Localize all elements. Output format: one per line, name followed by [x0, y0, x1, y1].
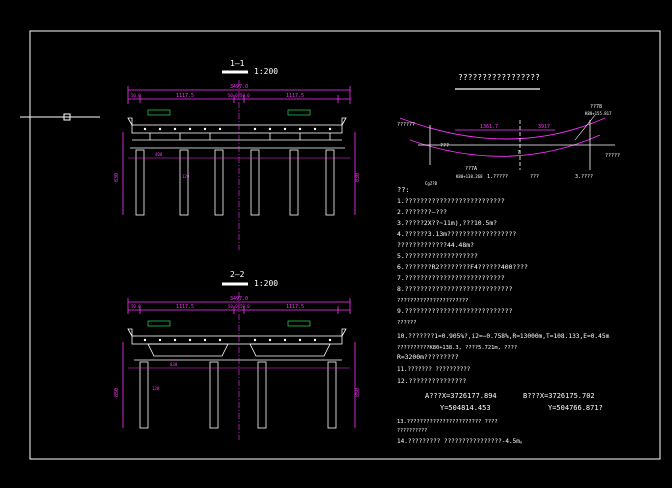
- plan-left-note: ??????: [397, 122, 415, 128]
- note-line: 13.??????????????????????? ????: [397, 419, 498, 425]
- note-line: 11.??????? ??????????: [397, 367, 470, 373]
- note-line: 8.????????????????????????????: [397, 285, 513, 293]
- plan-curve-lower: [409, 134, 601, 157]
- note-line: 5.???????????????????: [397, 252, 478, 260]
- section1-rebar: [143, 127, 332, 131]
- section1-right-half: 1117.5: [286, 93, 304, 99]
- note-line: 10.???????1=0.905%?,i2=−0.758%,R=13000m,…: [397, 333, 610, 340]
- section2-deck: [127, 328, 347, 357]
- note-line: 4.??????3.13m??????????????????: [397, 230, 516, 238]
- section1-tag-left: [147, 109, 171, 116]
- section1-total-width: 3497.0: [230, 84, 248, 90]
- plan-view: ????????????????? 1361.7 3917 ??7A K80+1…: [397, 73, 620, 186]
- section2-title: 2—2: [230, 270, 245, 279]
- drawing-frame: [29, 30, 661, 460]
- plan-curve-upper: [399, 117, 606, 140]
- note-line: 7.??????????????????????????: [397, 274, 505, 282]
- plan-left-sub: K80+138.268: [456, 174, 483, 179]
- section-1-1: 1—1 1:200 3497.0 1117.5 50.0|50.0 1117.5…: [114, 59, 361, 250]
- plan-center-mark: ?: [517, 150, 520, 156]
- section2-tag-right: [287, 320, 311, 327]
- note-line: 1.??????????????????????????: [397, 197, 505, 205]
- section2-edge: 50.0: [131, 304, 141, 309]
- note-line: ??????: [397, 320, 416, 326]
- note-line: 6.???????R2????????F4??????400????: [397, 263, 528, 271]
- section2-dimensions: [122, 298, 356, 428]
- section-2-2: 2—2 1:200 3497.0 1117.5 50.0|50.0 1117.5…: [114, 270, 361, 440]
- plan-bottom-right: 3.????: [575, 174, 593, 180]
- note-line: 9.????????????????????????????: [397, 307, 513, 315]
- coord-a-y: Y=504814.453: [440, 404, 491, 412]
- note-line: ??????????????????????: [397, 298, 468, 304]
- plan-right-chord: 3917: [538, 124, 550, 130]
- note-line: ?????????????44.48m?: [397, 241, 474, 249]
- note-line: ??????????: [397, 428, 427, 434]
- section2-height-left: 850: [114, 388, 120, 397]
- section1-height-left: 830: [114, 173, 120, 182]
- coord-b-y: Y=504766.871?: [548, 404, 603, 412]
- plan-right-mark: ??78: [590, 104, 602, 110]
- plan-bottom-mid2: ???: [530, 174, 539, 180]
- section1-edge: 50.0: [131, 93, 141, 98]
- section2-rebar: [143, 338, 332, 342]
- section1-scale: 1:200: [254, 67, 278, 76]
- section1-tag-right: [287, 109, 311, 116]
- plan-bottom-mid1: 1.?????: [487, 174, 508, 180]
- note-line: 14.????????? ????????????????-4.5m。: [397, 438, 526, 445]
- section2-columns: [134, 359, 342, 429]
- section2-cap-label: 830: [170, 362, 178, 367]
- section1-pier-label: 400: [155, 152, 163, 157]
- note-line: R=3200m?????????: [397, 353, 459, 361]
- coord-a-x: A???X=3726177.894: [425, 392, 497, 400]
- plan-left-label: ??7A: [465, 166, 477, 172]
- section2-right-half: 1117.5: [286, 304, 304, 310]
- plan-leader-right: [574, 114, 596, 141]
- section2-scale: 1:200: [254, 279, 278, 288]
- section1-left-half: 1117.5: [176, 93, 194, 99]
- plan-right-note: ?????: [605, 153, 620, 159]
- section2-left-half: 1117.5: [176, 304, 194, 310]
- section2-col-label: 120: [152, 386, 160, 391]
- section1-height-right: 830: [355, 173, 361, 182]
- note-line: ??????????K80+138.3, ????5.721m, ????: [397, 345, 517, 351]
- section2-tag-left: [147, 320, 171, 327]
- plan-right-sub: K80+155.817: [585, 111, 612, 116]
- note-line: 3.?????2X??~11m),???10.5m?: [397, 219, 497, 227]
- section2-total-width: 3497.0: [230, 296, 248, 302]
- note-line: 2.???????—???: [397, 208, 447, 216]
- plan-left-chord: 1361.7: [480, 124, 498, 130]
- plan-bottom-left: CgZ?B: [425, 181, 438, 186]
- section1-col-label: 120: [182, 174, 190, 179]
- notes-heading: ??:: [397, 186, 410, 194]
- section1-title: 1—1: [230, 59, 245, 68]
- section1-deck: [127, 117, 347, 141]
- plan-title: ?????????????????: [458, 73, 540, 82]
- plan-left-mark: ???: [440, 143, 449, 149]
- coord-b-x: B???X=3726175.702: [523, 392, 595, 400]
- crosshair-box: [63, 113, 71, 121]
- section2-height-right: 850: [355, 388, 361, 397]
- notes-block: ??: 1.?????????????????????????? 2.?????…: [397, 186, 610, 445]
- section1-columns: [130, 147, 345, 216]
- note-line: 12.???????????????: [397, 377, 466, 385]
